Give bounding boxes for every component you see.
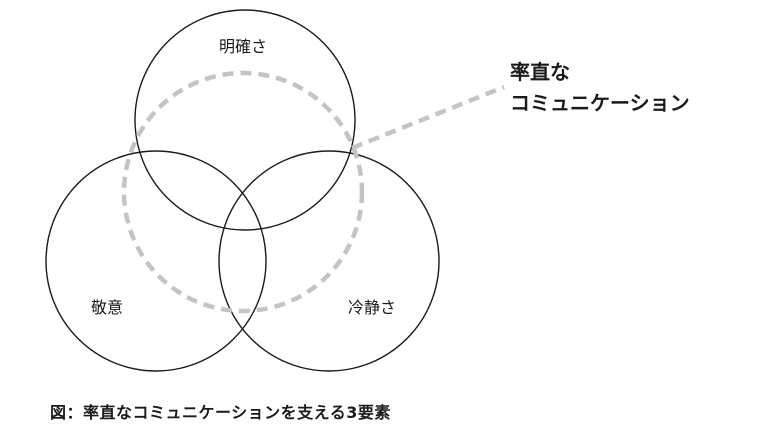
circle-calmness (218, 150, 440, 372)
circle-clarity (134, 9, 356, 231)
callout-line-2: コミュニケーション (510, 91, 690, 115)
circle-respect (45, 150, 267, 372)
callout-leader-line (351, 84, 505, 151)
callout-line-1: 率直な (510, 60, 570, 84)
dashed-circle-direct-communication (121, 70, 365, 314)
label-calmness: 冷静さ (348, 298, 396, 317)
label-respect: 敬意 (91, 298, 123, 317)
figure-caption: 図：率直なコミュニケーションを支える3要素 (50, 403, 391, 422)
label-clarity: 明確さ (219, 37, 267, 56)
